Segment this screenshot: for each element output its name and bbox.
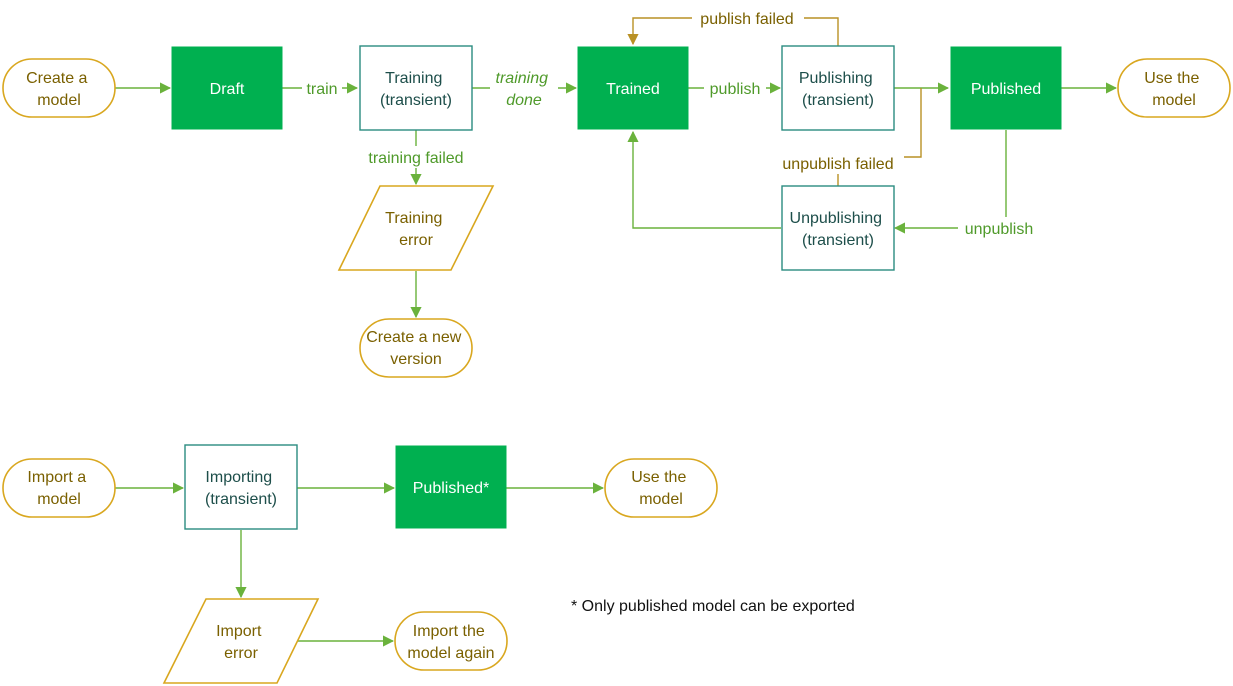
label-bg xyxy=(704,76,766,98)
node-create-model: Create a model xyxy=(2,58,116,118)
label-publish: publish xyxy=(710,81,761,98)
node-create-new-version: Create a new version xyxy=(359,318,473,378)
node-create-new-version-label: Create a new version xyxy=(366,329,466,368)
node-import-model-label: Import a model xyxy=(27,469,90,508)
node-unpublishing-label: Unpublishing (transient) xyxy=(790,210,887,249)
node-import-error: Import error xyxy=(162,598,320,684)
label-unpublish: unpublish xyxy=(965,221,1034,238)
node-publishing-label: Publishing (transient) xyxy=(799,70,877,109)
node-draft-label: Draft xyxy=(210,81,245,98)
node-use-model-bottom: Use the model xyxy=(604,458,718,518)
node-importing-label: Importing (transient) xyxy=(205,469,277,508)
label-bg xyxy=(490,64,558,110)
node-import-again-label: Import the model again xyxy=(407,623,494,662)
edge-published-to-unpublishing xyxy=(893,130,1007,234)
node-trained-label: Trained xyxy=(606,81,660,98)
label-training-failed: training failed xyxy=(368,150,463,167)
node-training-error: Training error xyxy=(337,185,495,271)
node-publishing: Publishing (transient) xyxy=(781,45,895,131)
label-bg xyxy=(772,152,904,174)
node-training-label: Training (transient) xyxy=(380,70,452,109)
node-use-model-bottom-label: Use the model xyxy=(631,469,691,508)
edge-unpublishing-to-trained xyxy=(627,130,781,229)
edge-labels: train training done publish publish fail… xyxy=(302,7,1040,239)
label-bg xyxy=(302,76,342,98)
label-publish-failed: publish failed xyxy=(700,11,793,28)
label-bg xyxy=(958,217,1040,239)
node-published-star-label: Published* xyxy=(413,480,490,497)
node-published-star: Published* xyxy=(395,445,507,529)
node-published: Published xyxy=(950,46,1062,130)
node-create-model-label: Create a model xyxy=(26,70,92,109)
label-unpublish-failed: unpublish failed xyxy=(782,156,893,173)
node-training-error-label: Training error xyxy=(385,210,447,249)
node-importing: Importing (transient) xyxy=(184,444,298,530)
node-import-model: Import a model xyxy=(2,458,116,518)
node-training: Training (transient) xyxy=(359,45,473,131)
node-unpublishing: Unpublishing (transient) xyxy=(781,185,895,271)
node-use-model-top-label: Use the model xyxy=(1144,70,1204,109)
node-published-label: Published xyxy=(971,81,1041,98)
node-import-again: Import the model again xyxy=(394,611,508,671)
label-training-done: training done xyxy=(496,70,553,109)
node-draft: Draft xyxy=(171,46,283,130)
label-bg xyxy=(358,146,474,168)
node-import-error-label: Import error xyxy=(216,623,266,662)
export-footnote: * Only published model can be exported xyxy=(571,598,855,615)
node-use-model-top: Use the model xyxy=(1117,58,1231,118)
edges xyxy=(115,17,1118,647)
node-trained: Trained xyxy=(577,46,689,130)
label-train: train xyxy=(306,81,337,98)
label-bg xyxy=(692,7,804,29)
